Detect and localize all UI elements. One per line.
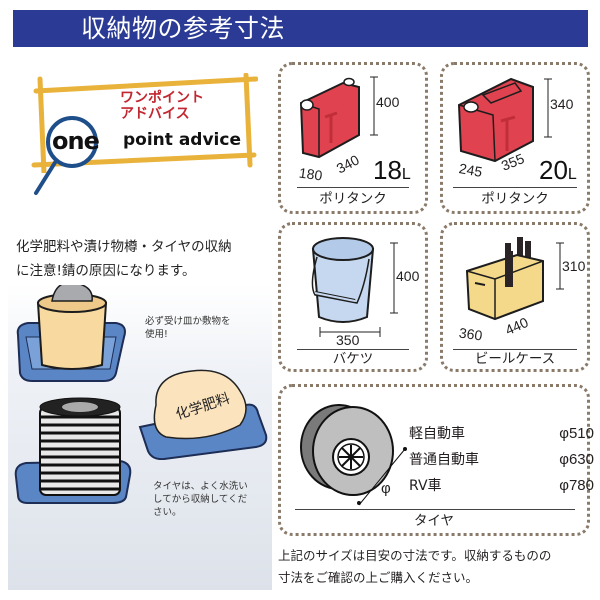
volume-number: 20 (539, 155, 568, 185)
pickle-barrel-illustration (16, 285, 126, 382)
table-row: 軽自動車 φ510 (409, 421, 594, 447)
fertilizer-bag-illustration: 化学肥料 (138, 369, 268, 460)
tire-note-line2: してから収納してくだ (153, 494, 248, 505)
height-value: 400 (376, 94, 400, 110)
volume-unit: L (401, 166, 411, 183)
warning-line2: に注意!錆の原因になります。 (16, 263, 196, 279)
item-label: ポリタンク (319, 191, 387, 207)
tire-note-line3: さい。 (153, 507, 182, 518)
tire-size-table: 軽自動車 φ510 普通自動車 φ630 RV車 φ780 (409, 421, 594, 499)
divider (453, 187, 577, 188)
advice-jp-line2: アドバイス (120, 106, 190, 122)
divider (453, 349, 577, 350)
phi-symbol: φ (381, 480, 391, 497)
item-label: ポリタンク (481, 191, 549, 207)
poly-tank-20l-icon (457, 77, 534, 163)
tire-diameter: φ510 (559, 425, 594, 442)
volume-value: 18L (373, 157, 411, 188)
width-value: 360 (458, 324, 484, 344)
height-dimension-line (370, 76, 378, 136)
vehicle-type: 普通自動車 (409, 452, 479, 468)
poly-tank-18l-icon (299, 77, 360, 159)
diameter-dimension-line (319, 327, 381, 337)
volume-number: 18 (373, 155, 402, 185)
divider (297, 349, 409, 350)
divider (297, 187, 409, 188)
page-title: 収納物の参考寸法 (81, 14, 286, 43)
width-value: 180 (298, 164, 324, 184)
height-value: 400 (396, 268, 420, 284)
size-disclaimer: 上記のサイズは目安の寸法です。収納するものの 寸法をご確認の上ご購入ください。 (278, 545, 598, 589)
disclaimer-line2: 寸法をご確認の上ご購入ください。 (278, 570, 479, 585)
height-dimension-line (390, 242, 398, 314)
card-poly-tank-18l: 400 180 340 18L ポリタンク (278, 62, 428, 214)
card-beer-case: 310 360 440 ビールケース (440, 222, 590, 372)
vehicle-type: RV車 (409, 478, 442, 494)
advice-jp-line1: ワンポイント (120, 90, 204, 106)
magnifier-icon (34, 116, 98, 195)
tire-note: タイヤは、よく水洗い してから収納してくだ さい。 (153, 480, 248, 519)
barrel-note-line1: 必ず受け皿か敷物を (145, 316, 231, 327)
warning-line1: 化学肥料や漬け物樽・タイヤの収納 (16, 239, 232, 255)
height-dimension-line (544, 78, 552, 138)
divider (295, 509, 575, 510)
table-row: RV車 φ780 (409, 473, 594, 499)
tire-diameter: φ780 (559, 477, 594, 494)
card-bucket: 400 350 バケツ (278, 222, 428, 372)
tire-diameter: φ630 (559, 451, 594, 468)
volume-value: 20L (539, 157, 577, 188)
item-label: バケツ (332, 351, 374, 367)
tire-stack-illustration (14, 397, 132, 504)
volume-unit: L (567, 166, 577, 183)
card-poly-tank-20l: 340 245 355 20L ポリタンク (440, 62, 590, 214)
item-label: ビールケース (474, 351, 556, 367)
barrel-note: 必ず受け皿か敷物を 使用! (145, 315, 231, 341)
tire-note-line1: タイヤは、よく水洗い (153, 481, 248, 492)
disclaimer-line1: 上記のサイズは目安の寸法です。収納するものの (278, 548, 552, 563)
beer-case-icon (465, 237, 544, 321)
barrel-note-line2: 使用! (145, 329, 168, 340)
height-dimension-line (556, 242, 564, 290)
vehicle-type: 軽自動車 (409, 426, 465, 442)
table-row: 普通自動車 φ630 (409, 447, 594, 473)
height-value: 310 (562, 258, 586, 274)
item-label: タイヤ (413, 513, 455, 529)
warning-text: 化学肥料や漬け物樽・タイヤの収納 に注意!錆の原因になります。 (16, 235, 276, 283)
bucket-icon (311, 237, 375, 323)
height-value: 340 (550, 96, 574, 112)
tire-icon (300, 404, 407, 506)
card-tire: φ 軽自動車 φ510 普通自動車 φ630 RV車 φ780 タイヤ (278, 384, 594, 536)
advice-jp-heading: ワンポイント アドバイス (120, 90, 204, 122)
one-logo-text: one (52, 127, 100, 155)
advice-en-text: point advice (123, 130, 241, 150)
page-header: 収納物の参考寸法 (13, 10, 588, 47)
diameter-value: 350 (336, 332, 360, 348)
advice-panel: ワンポイント アドバイス one point advice 化学肥料や漬け物樽・… (8, 60, 272, 590)
width-value: 245 (457, 160, 484, 180)
